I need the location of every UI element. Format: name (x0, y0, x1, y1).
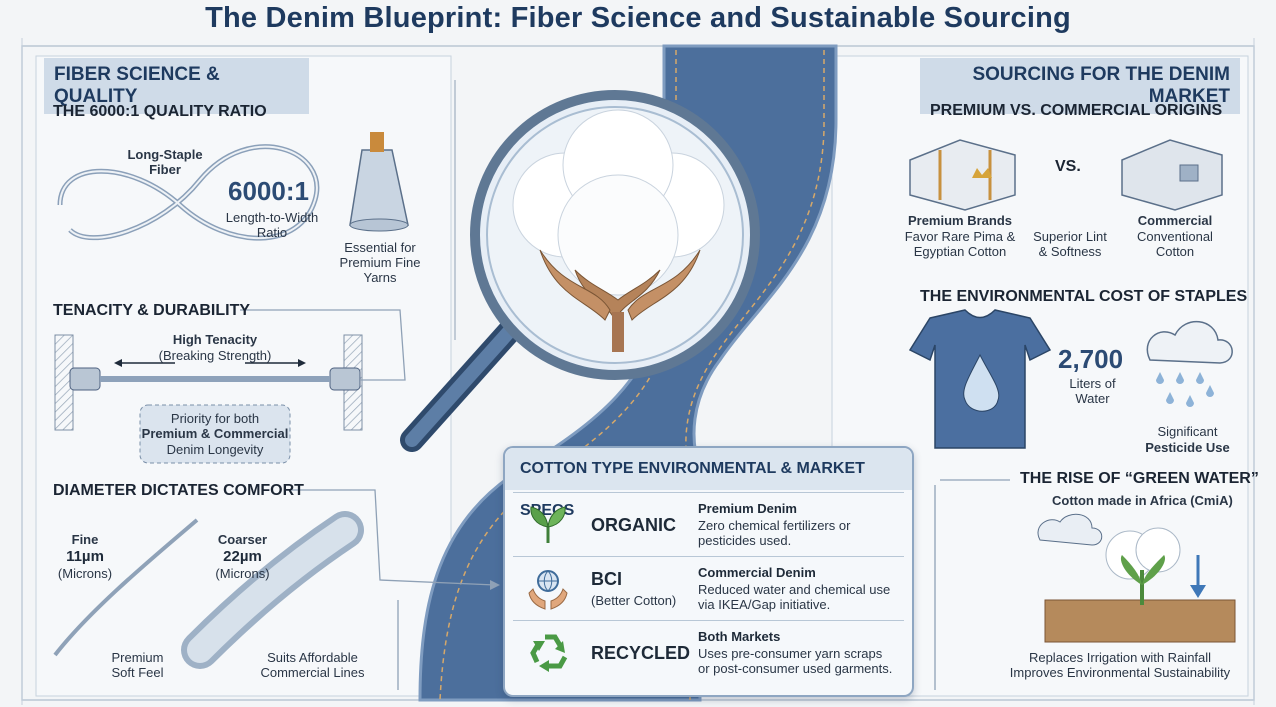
tenacity-label: High Tenacity (172, 332, 258, 347)
spool-caption: Essential for Premium Fine Yarns (339, 240, 421, 285)
fine-size: 11µm (66, 548, 104, 565)
spec-desc: Zero chemical fertilizers or pesticides … (698, 518, 851, 548)
left-panel-header: FIBER SCIENCE & QUALITY (44, 58, 309, 114)
spec-sub: (Better Cotton) (591, 593, 677, 608)
leaf-icon (525, 503, 571, 552)
vs-label: VS. (1055, 158, 1081, 175)
pesticide-line-2: Pesticide Use (1145, 440, 1230, 455)
coarse-size: 22µm (223, 548, 262, 565)
ratio-value: 6000:1 (228, 176, 309, 206)
ratio-heading: THE 6000:1 QUALITY RATIO (53, 103, 267, 120)
spec-row-recycled: RECYCLED Both Markets Uses pre-consumer … (513, 620, 904, 685)
spec-desc: Uses pre-consumer yarn scraps or post-co… (698, 646, 893, 676)
tenacity-note-2: Premium & Commercial (141, 426, 289, 441)
ratio-caption: Length-to-Width Ratio (225, 210, 319, 240)
tenacity-sub: (Breaking Strength) (158, 348, 272, 363)
commercial-title: Commercial (1137, 213, 1213, 228)
green-sub: Cotton made in Africa (CmiA) (1052, 493, 1233, 508)
env-heading: THE ENVIRONMENTAL COST OF STAPLES (920, 288, 1248, 305)
diameter-heading: DIAMETER DICTATES COMFORT (53, 482, 304, 499)
premium-desc: Favor Rare Pima & Egyptian Cotton (904, 229, 1016, 259)
specs-table: COTTON TYPE ENVIRONMENTAL & MARKET SPECS… (503, 446, 914, 697)
tenacity-heading: TENACITY & DURABILITY (53, 302, 251, 319)
hands-globe-icon (525, 565, 571, 618)
tenacity-note-3: Denim Longevity (166, 442, 264, 457)
origins-heading: PREMIUM VS. COMMERCIAL ORIGINS (930, 102, 1223, 119)
coarse-name: Coarser (217, 532, 268, 547)
fiber-label: Long-Staple Fiber (127, 147, 203, 177)
recycle-icon (527, 629, 573, 680)
spec-desc: Reduced water and chemical use via IKEA/… (698, 582, 891, 612)
green-heading: THE RISE OF “GREEN WATER” (1020, 470, 1259, 487)
spec-market: Commercial Denim (698, 565, 816, 580)
page-title: The Denim Blueprint: Fiber Science and S… (205, 2, 1071, 34)
water-unit: Liters of Water (1069, 376, 1116, 406)
spec-market: Premium Denim (698, 501, 797, 516)
fine-unit: (Microns) (57, 566, 113, 581)
tenacity-note-1: Priority for both (170, 411, 260, 426)
fine-name: Fine (71, 532, 99, 547)
green-caption: Replaces Irrigation with Rainfall Improv… (1009, 650, 1231, 680)
spec-row-organic: ORGANIC Premium Denim Zero chemical fert… (513, 492, 904, 557)
coarse-caption: Suits Affordable Commercial Lines (260, 650, 365, 680)
spec-name: BCI (591, 569, 622, 589)
spec-name: RECYCLED (591, 643, 691, 663)
coarse-unit: (Microns) (215, 566, 270, 581)
specs-title: COTTON TYPE ENVIRONMENTAL & MARKET SPECS (505, 448, 912, 519)
fine-caption: Premium Soft Feel (111, 650, 164, 680)
premium-title: Premium Brands (907, 213, 1013, 228)
origins-middle: Superior Lint & Softness (1033, 229, 1107, 259)
water-value: 2,700 (1058, 344, 1124, 374)
spec-row-bci: BCI (Better Cotton) Commercial Denim Red… (513, 556, 904, 621)
pesticide-line-1: Significant (1157, 424, 1218, 439)
right-panel-header: SOURCING FOR THE DENIM MARKET (920, 58, 1240, 114)
spec-name: ORGANIC (591, 515, 676, 535)
commercial-desc: Conventional Cotton (1137, 229, 1213, 259)
spec-market: Both Markets (698, 629, 781, 644)
